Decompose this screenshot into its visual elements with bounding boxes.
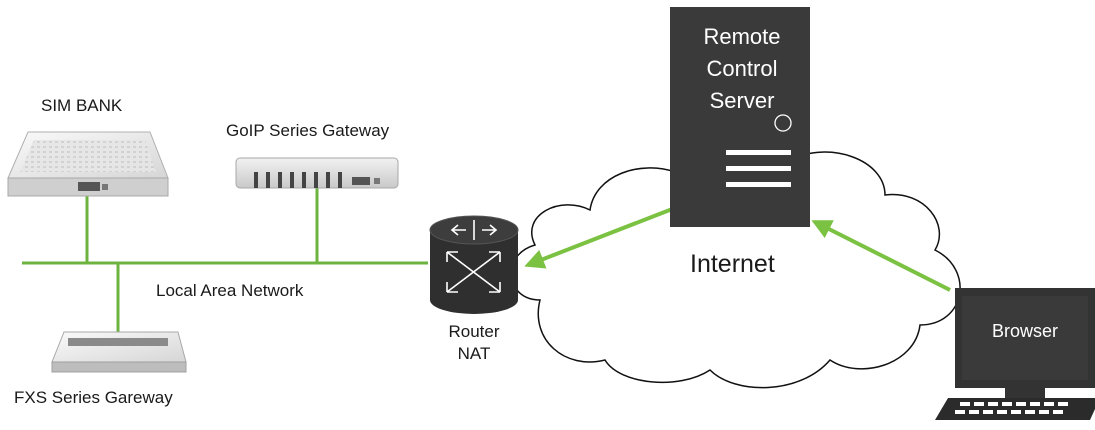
router-label-line2: NAT <box>457 344 491 363</box>
fxs-gateway-label: FXS Series Gareway <box>14 388 173 407</box>
lan-label: Local Area Network <box>156 281 304 300</box>
goip-gateway-label: GoIP Series Gateway <box>226 121 390 140</box>
goip-gateway-device-icon <box>235 157 399 189</box>
router-icon <box>429 215 519 314</box>
router-label-line1: Router <box>448 322 500 341</box>
arrows <box>524 204 951 292</box>
lan-links <box>22 188 428 332</box>
sim-bank-label: SIM BANK <box>41 96 123 115</box>
server-label-line1: Remote <box>703 24 781 49</box>
arrow-browser-to-server <box>811 220 951 292</box>
internet-label: Internet <box>690 250 775 278</box>
sim-bank-device-icon <box>7 131 169 197</box>
server-label-line3: Server <box>709 88 775 113</box>
computer-icon <box>935 288 1095 420</box>
server-icon <box>670 7 810 227</box>
arrow-server-to-router <box>524 204 681 269</box>
internet-cloud-icon <box>510 143 961 389</box>
fxs-gateway-device-icon <box>51 331 187 373</box>
browser-label: Browser <box>991 321 1058 341</box>
server-label-line2: Control <box>706 56 778 81</box>
